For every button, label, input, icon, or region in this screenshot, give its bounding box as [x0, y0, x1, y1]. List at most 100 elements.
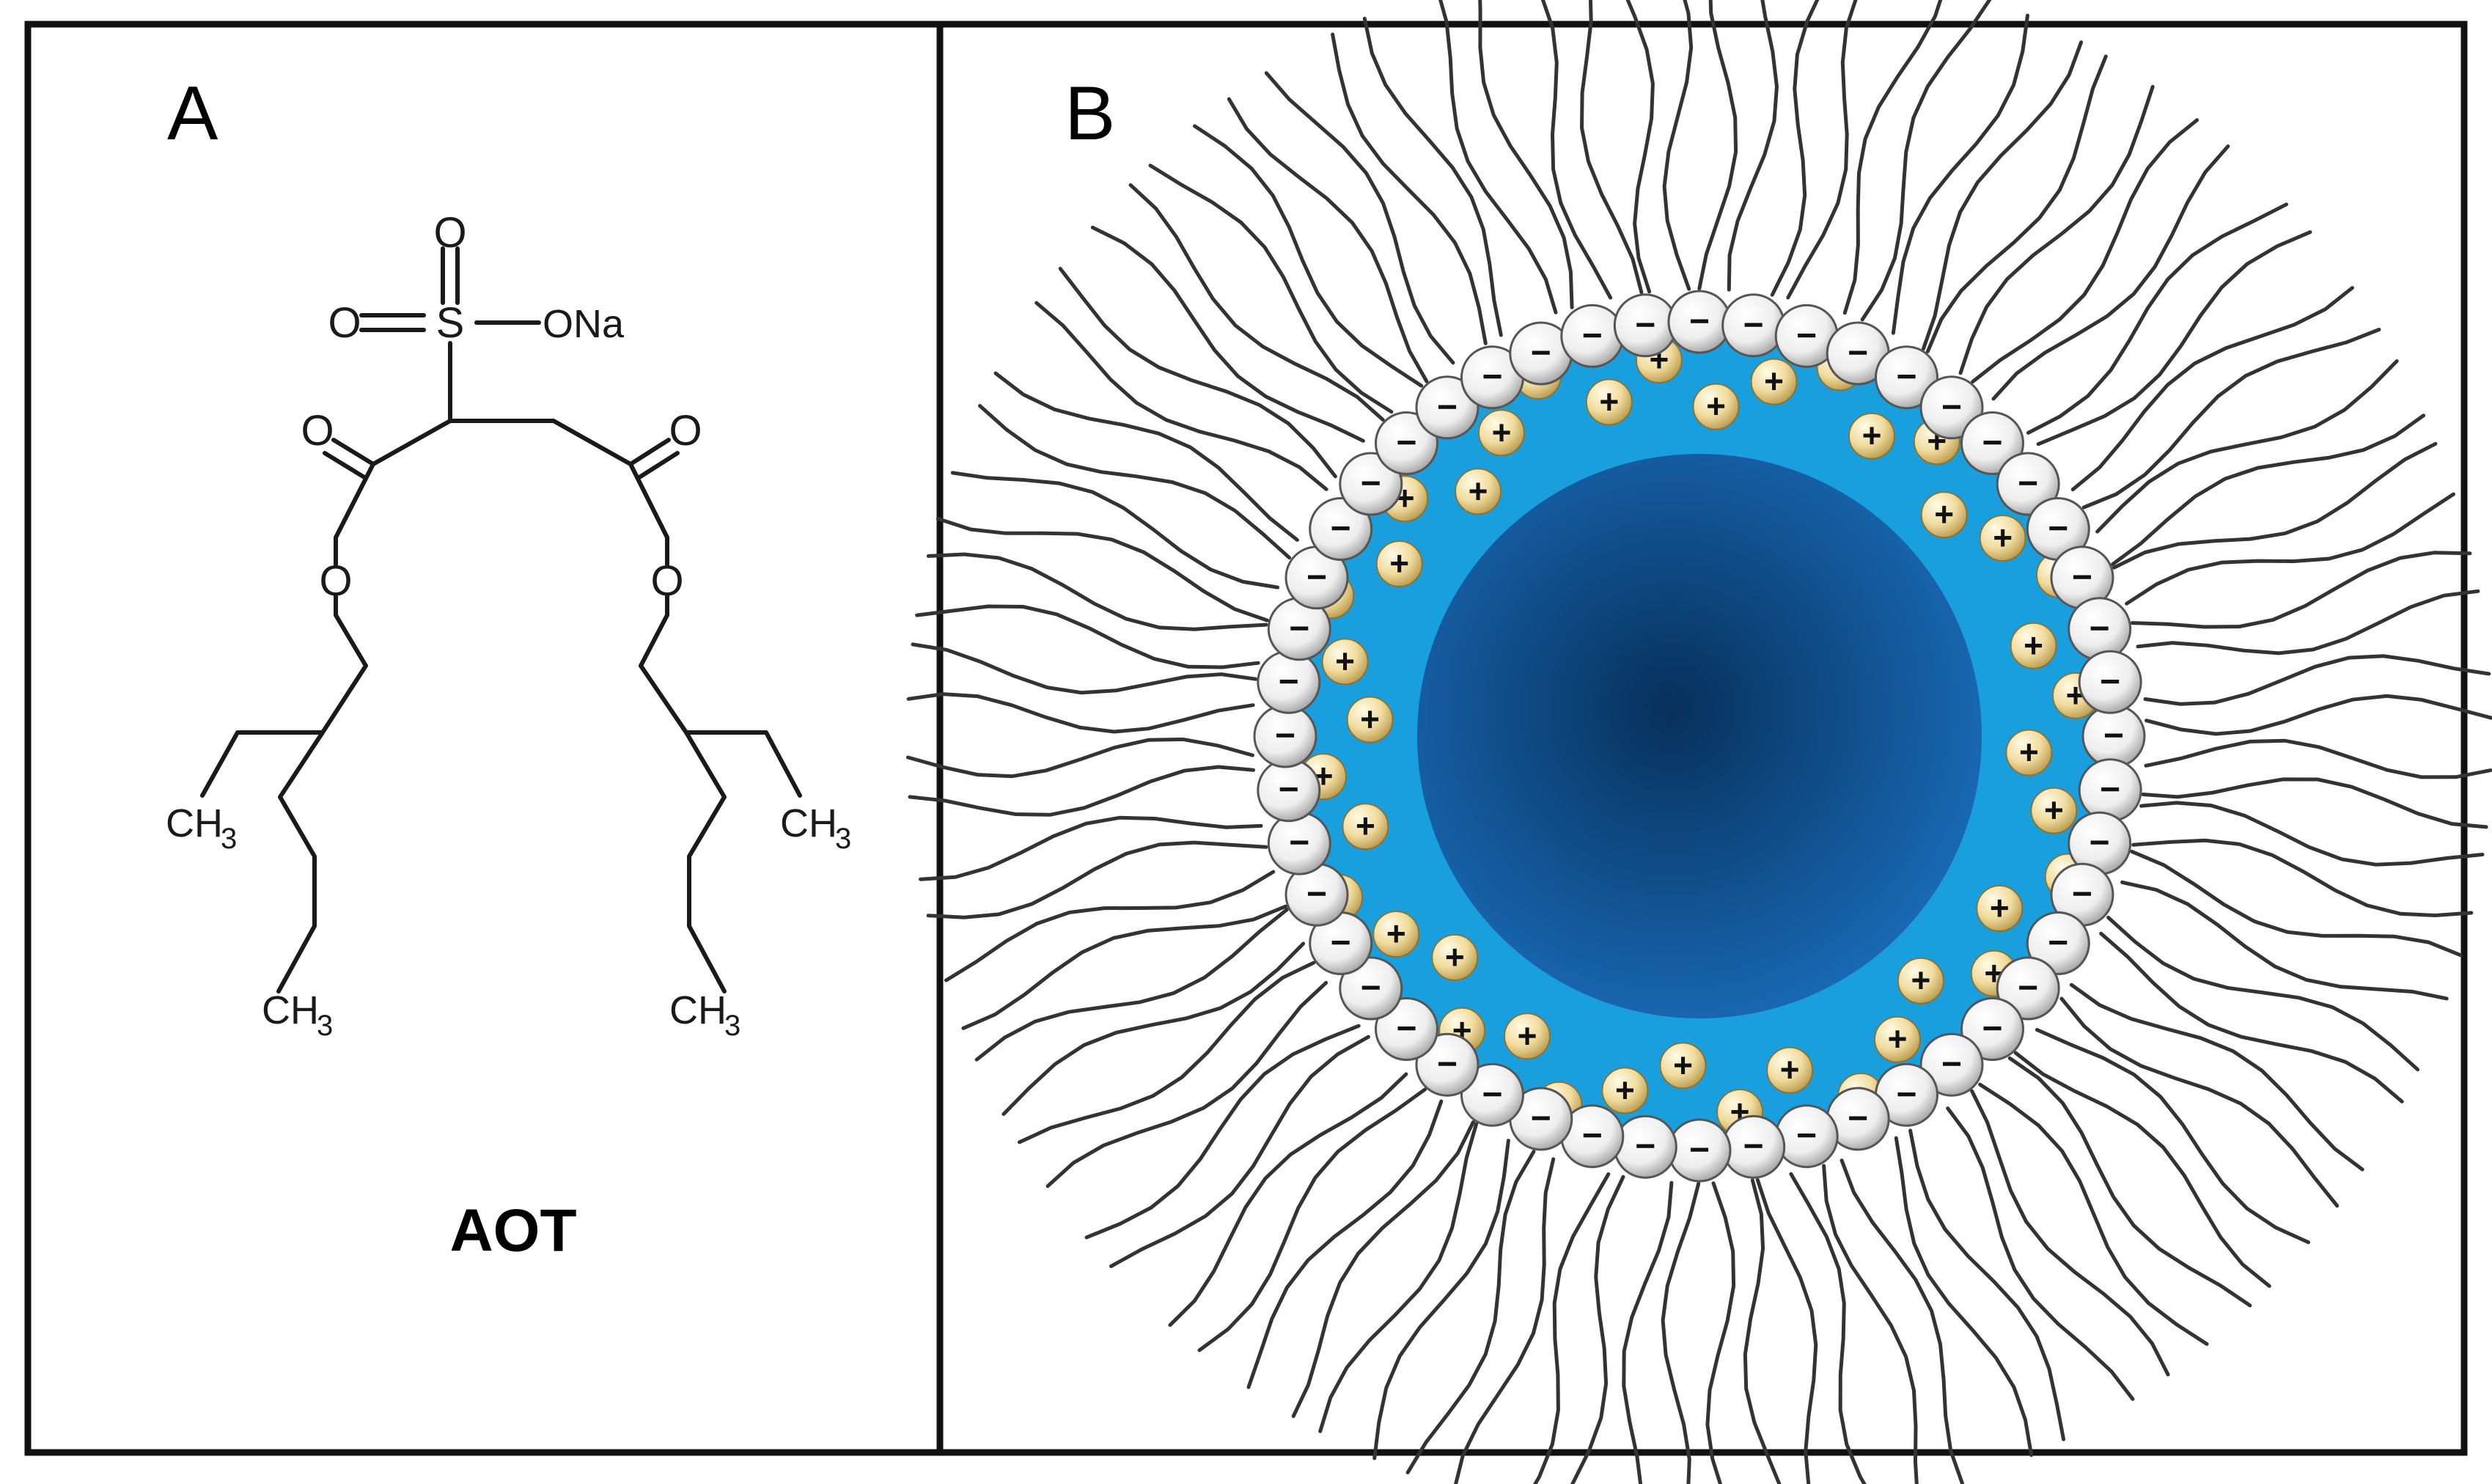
svg-text:+: +	[1335, 642, 1355, 680]
cation-sphere-icon: +	[2010, 622, 2057, 669]
surfactant-tail	[2136, 589, 2480, 655]
surfactant-tail	[2095, 359, 2399, 534]
surfactant-tail	[978, 404, 1292, 560]
surfactant-tail	[1743, 1178, 1782, 1484]
svg-text:−: −	[1848, 334, 1868, 372]
surfactant-tail	[2125, 492, 2455, 606]
anion-sphere-icon: −	[1309, 497, 1373, 561]
surfactant-tail	[2013, 1051, 2271, 1288]
anion-sphere-icon: −	[2026, 911, 2090, 975]
surfactant-tail	[1227, 97, 1429, 383]
surfactant-tail	[1625, 0, 1655, 294]
svg-text:3: 3	[221, 823, 237, 855]
surfactant-tail	[944, 870, 1276, 982]
svg-text:−: −	[1396, 424, 1416, 463]
surfactant-tail	[2081, 328, 2381, 510]
anion-sphere-icon: −	[1613, 1114, 1677, 1179]
cation-sphere-icon: +	[1342, 803, 1389, 851]
cation-sphere-icon: +	[1431, 933, 1479, 981]
anion-sphere-icon: −	[1774, 1104, 1839, 1169]
surfactant-tail	[1264, 71, 1455, 365]
svg-text:−: −	[1635, 1127, 1655, 1166]
surfactant-tail	[1991, 144, 2230, 401]
surfactant-tail	[2120, 880, 2449, 1001]
surfactant-tail	[2130, 849, 2463, 958]
svg-text:+: +	[1780, 1051, 1800, 1089]
atom-o-ether-right: O	[650, 557, 683, 605]
aot-structure: S O O ONa O O O O CH 3 CH 3 CH 3	[166, 209, 851, 1042]
surfactant-tail	[1291, 1120, 1475, 1418]
svg-text:−: −	[1289, 823, 1309, 862]
cation-sphere-icon: +	[1455, 468, 1502, 515]
surfactant-tail	[936, 517, 1269, 622]
svg-text:−: −	[2018, 464, 2038, 503]
anion-sphere-icon: −	[2081, 704, 2146, 768]
svg-text:+: +	[2019, 733, 2039, 771]
svg-text:+: +	[1911, 961, 1930, 999]
svg-text:+: +	[1706, 387, 1726, 425]
surfactant-tail	[2139, 801, 2485, 867]
svg-text:−: −	[1689, 1131, 1710, 1169]
anion-sphere-icon: −	[1415, 375, 1480, 440]
cation-sphere-icon: +	[1766, 1046, 1814, 1094]
panel-a: A	[24, 21, 944, 1456]
surfactant-tail	[1362, 16, 1503, 337]
methyl-left-ethyl: CH 3	[166, 801, 237, 855]
svg-text:−: −	[1482, 358, 1502, 397]
surfactant-tail	[2111, 414, 2426, 567]
surfactant-tail	[1822, 1164, 1919, 1484]
svg-text:+: +	[1599, 382, 1619, 420]
surfactant-tail	[1842, 0, 1943, 315]
svg-text:−: −	[2103, 716, 2124, 755]
svg-text:−: −	[1437, 1045, 1458, 1084]
svg-text:+: +	[1360, 700, 1380, 738]
svg-text:CH: CH	[780, 801, 837, 845]
svg-text:−: −	[1689, 302, 1710, 341]
svg-text:+: +	[1386, 914, 1406, 952]
svg-text:+: +	[1518, 1016, 1537, 1054]
surfactant-tail	[926, 552, 1268, 631]
svg-text:−: −	[2048, 924, 2068, 963]
head-groups: −−−−−−−−−−−−−−−−−−−−−−−−−−−−−−−−−−−−−−−−…	[1253, 290, 2146, 1183]
svg-text:CH: CH	[262, 988, 319, 1032]
surfactant-tail	[1970, 1089, 2170, 1377]
surfactant-tail	[2036, 230, 2312, 447]
anion-sphere-icon: −	[1996, 452, 2060, 516]
surfactant-tail	[915, 604, 1260, 669]
svg-text:−: −	[2100, 662, 2120, 701]
atom-s: S	[436, 299, 465, 347]
surfactant-tail	[911, 642, 1258, 695]
cation-sphere-icon: +	[1504, 1013, 1551, 1060]
surfactant-tail	[1622, 1180, 1674, 1484]
svg-text:+: +	[1993, 518, 2013, 556]
svg-text:CH: CH	[166, 801, 223, 845]
surfactant-tail	[950, 471, 1280, 589]
cation-sphere-icon: +	[1979, 515, 2026, 562]
anion-sphere-icon: −	[1284, 862, 1349, 927]
svg-text:−: −	[1306, 875, 1327, 914]
anion-sphere-icon: −	[1875, 345, 1938, 410]
svg-text:+: +	[1445, 938, 1465, 976]
surfactant-tail	[1946, 1106, 2135, 1401]
cation-sphere-icon: +	[1659, 1042, 1707, 1090]
surfactant-tail	[1018, 960, 1316, 1145]
svg-text:−: −	[2072, 558, 2092, 597]
surfactant-tail	[905, 737, 1254, 779]
cation-sphere-icon: +	[1897, 957, 1944, 1004]
svg-text:+: +	[1764, 362, 1784, 400]
anion-sphere-icon: −	[1560, 304, 1625, 368]
svg-text:−: −	[2072, 875, 2092, 914]
svg-text:−: −	[1437, 388, 1458, 427]
anion-sphere-icon: −	[2078, 758, 2142, 823]
surfactant-tail	[1454, 1157, 1556, 1484]
surfactant-tail	[1958, 84, 2155, 375]
surfactant-tail	[2035, 1028, 2311, 1244]
surfactant-tail	[2143, 654, 2491, 706]
surfactant-tail	[1727, 0, 1779, 292]
svg-text:−: −	[2048, 510, 2068, 548]
svg-text:−: −	[2100, 771, 2120, 809]
panel-a-label: A	[167, 71, 218, 156]
surfactant-tail	[2130, 551, 2472, 629]
surfactant-tail	[1925, 54, 2108, 353]
anion-sphere-icon: −	[1667, 290, 1732, 354]
